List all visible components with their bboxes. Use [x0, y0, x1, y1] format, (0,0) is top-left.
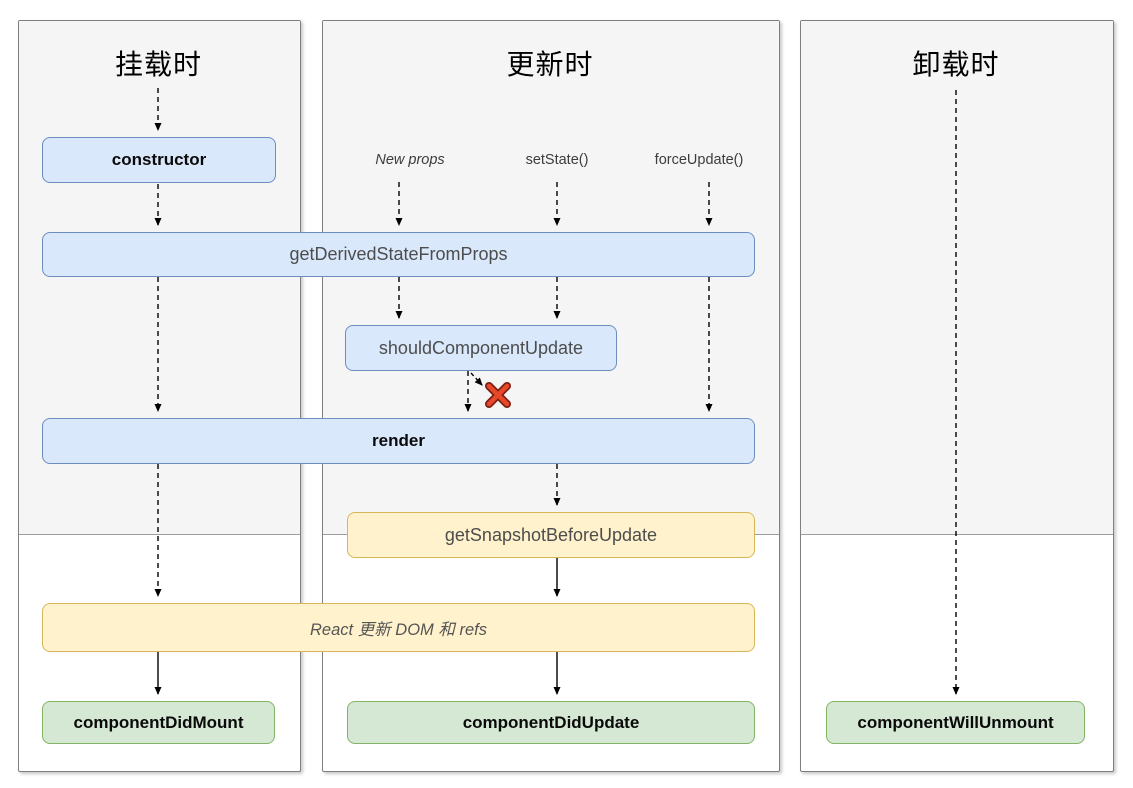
- node-react-updates-dom-and-refs: React 更新 DOM 和 refs: [42, 603, 755, 652]
- panel-unmounting-render-phase-area: [801, 21, 1113, 535]
- updating-title: 更新时: [506, 49, 594, 80]
- node-constructor: constructor: [42, 137, 276, 183]
- unmounting-title: 卸载时: [912, 49, 1000, 80]
- panel-unmounting: [800, 20, 1114, 772]
- mounting-title: 挂载时: [114, 49, 202, 80]
- node-component-did-update: componentDidUpdate: [347, 701, 755, 744]
- trigger-force-update: forceUpdate(): [654, 152, 744, 168]
- node-render: render: [42, 418, 755, 464]
- panel-mounting: [18, 20, 301, 772]
- trigger-new-props: New props: [375, 152, 445, 168]
- node-should-component-update: shouldComponentUpdate: [345, 325, 617, 371]
- trigger-set-state: setState(): [525, 152, 589, 168]
- panel-updating: [322, 20, 780, 772]
- node-get-derived-state-from-props: getDerivedStateFromProps: [42, 232, 755, 277]
- node-component-will-unmount: componentWillUnmount: [826, 701, 1085, 744]
- node-component-did-mount: componentDidMount: [42, 701, 275, 744]
- node-get-snapshot-before-update: getSnapshotBeforeUpdate: [347, 512, 755, 558]
